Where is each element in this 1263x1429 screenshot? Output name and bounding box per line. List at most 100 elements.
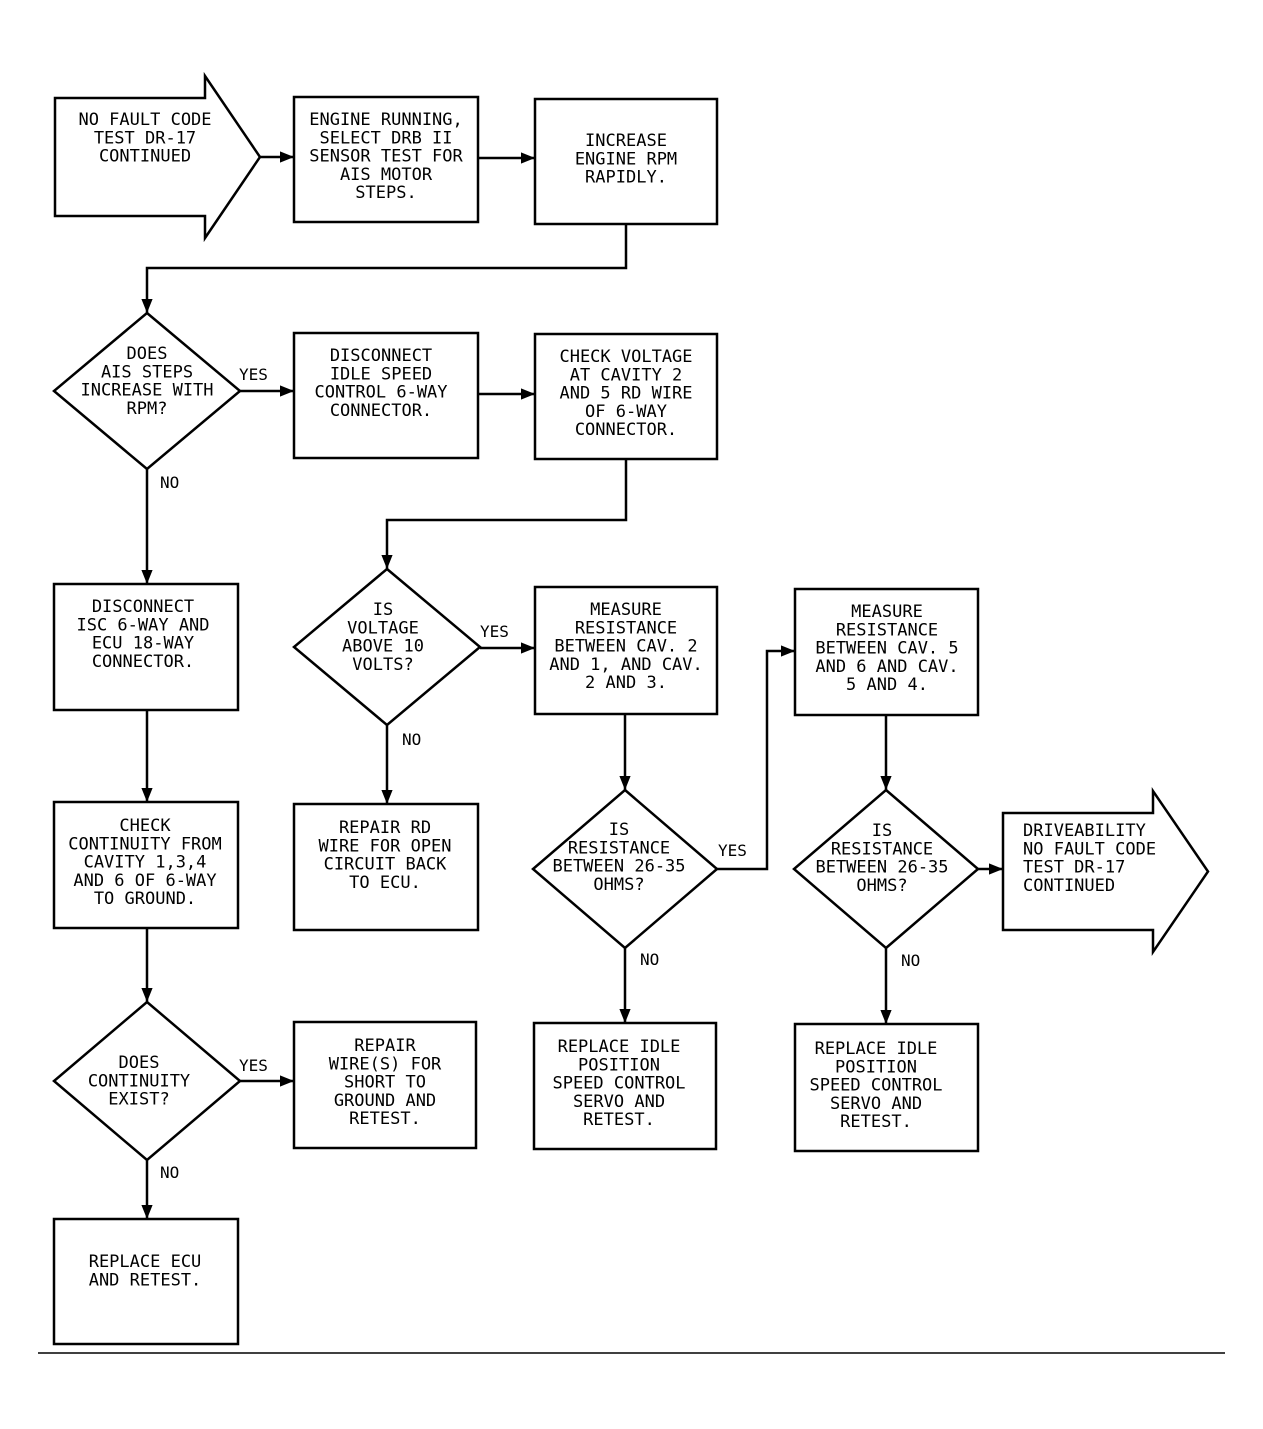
edge-label-resistance-2-no: NO: [901, 951, 920, 970]
node-text-line: AND 5 RD WIRE: [559, 384, 692, 404]
process-box: [292, 1020, 478, 1150]
node-text-line: DOES: [119, 1053, 160, 1073]
node-text-line: IS: [373, 600, 393, 620]
edge-label-ais-yes: YES: [239, 365, 268, 384]
node-text-line: WIRE FOR OPEN: [318, 836, 451, 856]
node-text-line: IDLE SPEED: [330, 364, 432, 384]
node-text-line: TEST DR-17: [94, 128, 196, 148]
connector-q-ais-steps-no-arrowhead: [141, 570, 153, 584]
process-box: [52, 1217, 240, 1346]
node-text-line: ENGINE RPM: [575, 149, 677, 169]
decision-diamond: [531, 788, 719, 950]
connector-check-voltage-to-q-voltage: [385, 459, 628, 569]
node-text-line: BETWEEN CAV. 5: [815, 639, 958, 659]
edge-label-resistance-1-no: NO: [640, 950, 659, 969]
node-text-line: GROUND AND: [334, 1091, 436, 1111]
process-box: [52, 800, 240, 930]
connector-measure-2-to-q-resistance-2-arrowhead: [880, 776, 892, 790]
node-text-line: IS: [609, 820, 629, 840]
node-text-line: REPLACE IDLE: [815, 1039, 938, 1059]
node-text-line: SPEED CONTROL: [809, 1076, 942, 1096]
node-text-line: SERVO AND: [573, 1092, 665, 1112]
node-text-line: CHECK VOLTAGE: [559, 347, 692, 367]
node-text-line: DRIVEABILITY: [1023, 821, 1146, 841]
node-text-line: AND RETEST.: [89, 1270, 202, 1290]
node-text-line: SERVO AND: [830, 1094, 922, 1114]
connector-measure-1-to-q-resistance-1-arrowhead: [619, 776, 631, 790]
node-text-line: OHMS?: [593, 875, 644, 895]
connector-q-resistance-1-yes: [717, 649, 795, 871]
node-text-line: CONTINUED: [99, 147, 191, 167]
node-text-line: REPLACE ECU: [89, 1252, 202, 1272]
terminal-arrow-shape: [53, 71, 262, 243]
connector-q-continuity-no-arrowhead: [141, 1205, 153, 1219]
connector-engine-running-to-increase-rpm-arrowhead: [521, 152, 535, 164]
node-text-line: AND 1, AND CAV.: [549, 655, 703, 675]
node-text-line: TO GROUND.: [94, 889, 196, 909]
node-text-line: TO ECU.: [349, 873, 421, 893]
node-text-line: ECU 18-WAY: [92, 634, 194, 654]
node-text-line: WIRE(S) FOR: [329, 1054, 442, 1074]
connector-check-continuity-to-q-continuity-arrowhead: [141, 988, 153, 1002]
connector-disconnect-ecu-to-check-continuity-arrowhead: [141, 788, 153, 802]
connector-check-voltage-to-q-voltage-arrowhead: [381, 555, 393, 569]
node-text-line: CONNECTOR.: [575, 420, 677, 440]
connector-start-to-engine-running-arrowhead: [280, 151, 294, 163]
decision-diamond: [52, 1000, 242, 1162]
node-text-line: DISCONNECT: [92, 597, 194, 617]
node-text-line: EXIST?: [108, 1090, 169, 1110]
connector-q-resistance-1-yes-arrowhead: [781, 645, 795, 657]
node-text-line: RESISTANCE: [568, 838, 670, 858]
node-text-line: NO FAULT CODE: [78, 110, 211, 130]
node-text-line: RPM?: [127, 399, 168, 419]
node-text-line: AT CAVITY 2: [570, 365, 683, 385]
edge-label-resistance-1-yes: YES: [718, 841, 747, 860]
process-box: [292, 802, 480, 932]
edge-label-continuity-no: NO: [160, 1163, 179, 1182]
node-text-line: RESISTANCE: [831, 839, 933, 859]
edge-label-voltage-no: NO: [402, 730, 421, 749]
node-text-line: MEASURE: [851, 602, 923, 622]
node-text-line: INCREASE: [585, 131, 667, 151]
connector-q-resistance-1-no-arrowhead: [619, 1009, 631, 1023]
node-text-line: POSITION: [835, 1057, 917, 1077]
node-text-line: SELECT DRB II: [319, 128, 452, 148]
process-box: [793, 587, 980, 717]
decision-diamond: [292, 567, 482, 727]
edge-label-ais-no: NO: [160, 473, 179, 492]
node-text-line: VOLTAGE: [347, 618, 419, 638]
node-text-line: AND 6 AND CAV.: [815, 657, 958, 677]
node-text-line: RESISTANCE: [575, 618, 677, 638]
node-text-line: POSITION: [578, 1055, 660, 1075]
node-text-line: BETWEEN CAV. 2: [554, 637, 697, 657]
connector-q-voltage-no-arrowhead: [381, 790, 393, 804]
process-box: [532, 1021, 718, 1151]
edge-label-voltage-yes: YES: [480, 622, 509, 641]
node-text-line: 2 AND 3.: [585, 673, 667, 693]
node-text-line: RETEST.: [840, 1112, 912, 1132]
node-text-line: RETEST.: [349, 1109, 421, 1129]
node-text-line: RESISTANCE: [836, 620, 938, 640]
node-text-line: VOLTS?: [352, 655, 413, 675]
node-text-line: RAPIDLY.: [585, 168, 667, 188]
node-text-line: INCREASE WITH: [80, 381, 213, 401]
node-text-line: CONTINUED: [1023, 876, 1115, 896]
connector-q-resistance-2-yes-arrowhead: [989, 863, 1003, 875]
node-text-line: 5 AND 4.: [846, 675, 928, 695]
node-text-line: NO FAULT CODE: [1023, 839, 1156, 859]
